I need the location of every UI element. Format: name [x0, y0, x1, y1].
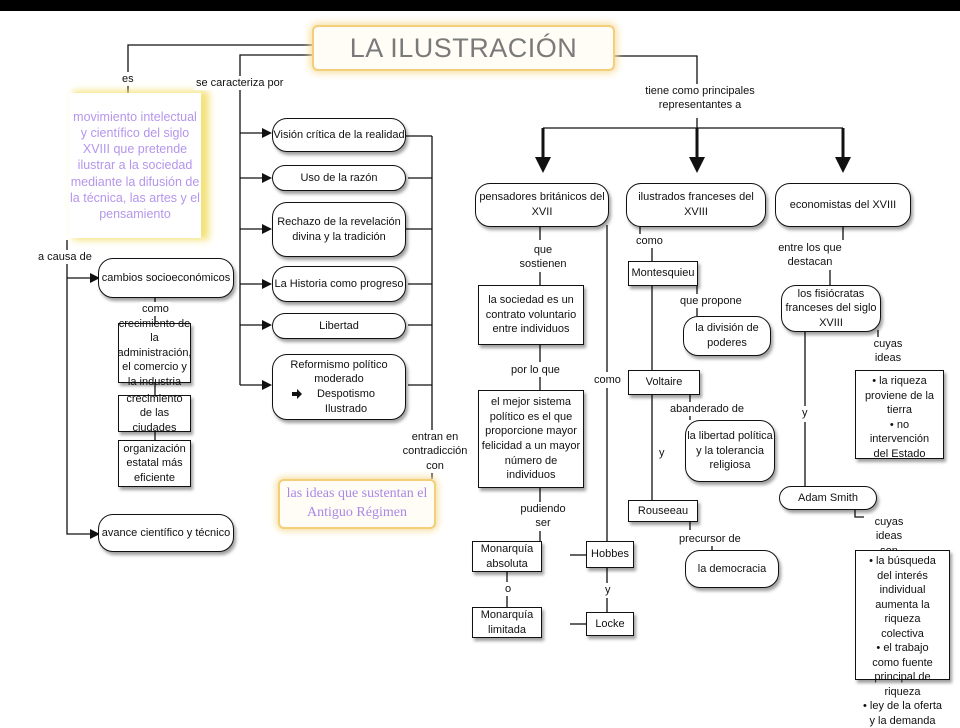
node-contrato-social[interactable]: la sociedad es un contrato voluntario en…: [478, 285, 584, 345]
node-vision-critica[interactable]: Visión crítica de la realidad: [272, 118, 406, 152]
node-monarquia-limitada[interactable]: Monarquía limitada: [472, 607, 542, 638]
node-reformismo[interactable]: Reformismo político moderado Despotismo …: [272, 354, 406, 420]
node-fisio-ideas[interactable]: • la riqueza proviene de la tierra • no …: [855, 370, 944, 460]
node-hobbes[interactable]: Hobbes: [586, 541, 634, 568]
node-smith-ideas[interactable]: • la búsqueda del interés individual aum…: [855, 550, 950, 727]
node-mejor-sistema[interactable]: el mejor sistema político es el que prop…: [478, 390, 584, 488]
node-libertad-tolerancia[interactable]: la libertad política y la tolerancia rel…: [685, 420, 775, 482]
node-economistas[interactable]: economistas del XVIII: [775, 183, 911, 227]
node-fisiocratas[interactable]: los fisiócratas franceses del siglo XVII…: [781, 285, 881, 332]
arrow-right-icon: [292, 389, 302, 399]
label-que-sostienen: que sostienen: [515, 243, 571, 272]
label-como-left: como: [140, 302, 171, 317]
despotismo-line: Despotismo Ilustrado: [273, 387, 405, 416]
label-entre-los-que-destacan: entre los que destacan: [762, 241, 858, 270]
label-como-franceses: como: [634, 234, 665, 249]
node-cause-ciudades[interactable]: crecimiento de las ciudades: [118, 393, 191, 434]
node-cause-administracion[interactable]: crecimiento de la administración, el com…: [117, 317, 192, 388]
node-avance-cientifico[interactable]: avance científico y técnico: [98, 514, 234, 552]
label-y-economistas: y: [800, 406, 810, 421]
node-democracia[interactable]: la democracia: [685, 550, 779, 588]
label-por-lo-que: por lo que: [509, 363, 562, 378]
top-black-bar: [0, 0, 960, 11]
label-es: es: [120, 72, 136, 87]
label-pudiendo-ser: pudiendo ser: [515, 502, 571, 531]
node-uso-razon[interactable]: Uso de la razón: [272, 165, 406, 191]
node-adam-smith[interactable]: Adam Smith: [779, 486, 877, 510]
node-antiguo-regimen[interactable]: las ideas que sustentan el Antiguo Régim…: [278, 479, 436, 529]
label-o: o: [503, 582, 514, 597]
label-precursor: precursor de: [677, 532, 743, 547]
despotismo-text: Despotismo Ilustrado: [316, 388, 376, 415]
node-cause-organizacion[interactable]: organización estatal más eficiente: [118, 440, 191, 487]
smith-idea-2: • el trabajo como fuente principal de ri…: [872, 642, 933, 698]
label-contradiccion: entran en contradicción con: [398, 430, 472, 473]
node-rechazo-revelacion[interactable]: Rechazo de la revelación divina y la tra…: [272, 202, 406, 257]
label-y-britanicos: y: [603, 583, 613, 598]
main-title: LA ILUSTRACIÓN: [312, 25, 615, 71]
node-monarquia-absoluta[interactable]: Monarquía absoluta: [472, 541, 542, 572]
fisio-idea-2: • no intervención del Estado: [869, 418, 930, 460]
reformismo-text: Reformismo político moderado: [290, 358, 388, 386]
smith-idea-3: • ley de la oferta y la demanda: [862, 700, 943, 727]
label-y-franceses: y: [657, 446, 667, 461]
node-rouseeau[interactable]: Rouseeau: [628, 500, 698, 522]
label-se-caracteriza: se caracteriza por: [194, 76, 286, 91]
node-historia-progreso[interactable]: La Historia como progreso: [272, 266, 406, 302]
node-libertad[interactable]: Libertad: [272, 313, 406, 339]
label-como-britanicos: como: [592, 373, 623, 388]
node-ilustrados-franceses[interactable]: ilustrados franceses del XVIII: [626, 183, 766, 227]
smith-idea-1: • la búsqueda del interés individual aum…: [869, 555, 936, 640]
node-pensadores-britanicos[interactable]: pensadores británicos del XVII: [475, 183, 609, 227]
node-montesquieu[interactable]: Montesquieu: [628, 261, 698, 286]
label-que-propone: que propone: [678, 294, 744, 309]
node-division-poderes[interactable]: la división de poderes: [683, 316, 771, 356]
label-a-causa-de: a causa de: [36, 250, 94, 265]
node-voltaire[interactable]: Voltaire: [628, 370, 700, 395]
label-abanderado: abanderado de: [668, 402, 747, 417]
node-locke[interactable]: Locke: [586, 612, 634, 636]
connector-avance: [66, 240, 100, 539]
label-representantes: tiene como principales representantes a: [636, 84, 764, 113]
fisio-idea-1: • la riqueza proviene de la tierra: [864, 375, 935, 417]
node-cambios-socioeconomicos[interactable]: cambios socioeconómicos: [98, 258, 234, 298]
definition-box: movimiento intelectual y científico del …: [69, 93, 201, 238]
